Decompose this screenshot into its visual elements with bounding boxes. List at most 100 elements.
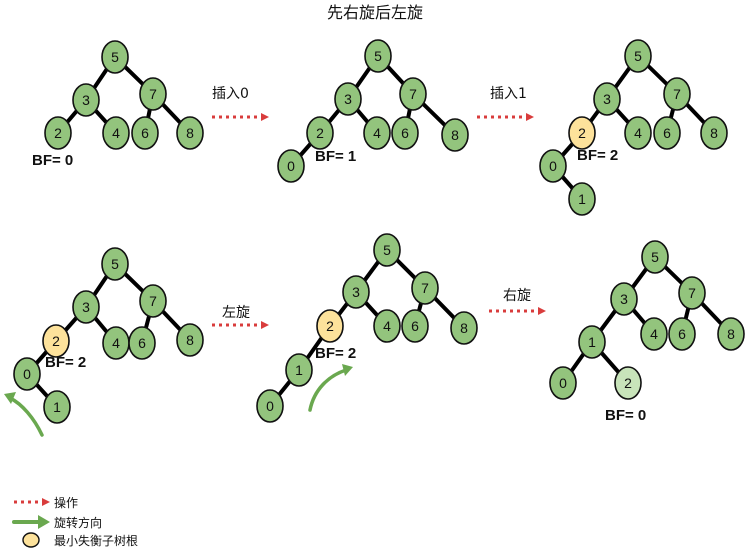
operation-label-insert0: 插入0 [212,86,249,102]
tree-node-2: 2 [614,366,642,400]
tree-node-label: 8 [451,127,459,143]
tree-node-circle [334,82,362,116]
tree-node-label: 8 [710,125,718,141]
tree-node-3: 3 [334,82,362,116]
tree-node-circle [678,276,706,310]
tree-node-circle [43,390,71,424]
tree-node-circle [391,116,419,150]
rotation-arrow-ccw [4,392,44,437]
tree-node-circle [441,118,469,152]
tree-node-circle [539,149,567,183]
tree-node-3: 3 [72,290,100,324]
bf-label-panel-2: BF= 1 [315,148,356,165]
tree-node-label: 7 [421,280,429,296]
tree-node-label: 5 [383,242,391,258]
tree-node-label: 8 [186,332,194,348]
tree-node-label: 3 [344,91,352,107]
legend-rotation-label: 旋转方向 [54,515,102,530]
tree-node-circle [42,324,70,358]
tree-node-circle [316,309,344,343]
tree-node-3: 3 [610,282,638,316]
tree-node-circle [641,240,669,274]
operation-label-insert1: 插入1 [490,86,527,102]
tree-node-7: 7 [411,271,439,305]
tree-node-label: 7 [688,285,696,301]
tree-node-1: 1 [578,325,606,359]
tree-node-label: 0 [559,375,567,391]
tree-node-circle [411,271,439,305]
tree-node-6: 6 [391,116,419,150]
tree-node-label: 8 [727,326,735,342]
legend-operation-label: 操作 [54,495,78,510]
tree-node-4: 4 [373,309,401,343]
tree-node-5: 5 [624,39,652,73]
tree-node-0: 0 [256,389,284,423]
tree-node-1: 1 [285,353,313,387]
tree-node-6: 6 [128,326,156,360]
tree-node-label: 6 [663,125,671,141]
tree-node-circle [668,317,696,351]
tree-node-circle [256,389,284,423]
diagram-title: 先右旋后左旋 [327,3,423,22]
tree-node-5: 5 [101,40,129,74]
tree-node-4: 4 [102,326,130,360]
tree-node-label: 4 [634,125,642,141]
tree-node-circle [663,77,691,111]
tree-node-3: 3 [72,83,100,117]
bf-label-panel-3: BF= 2 [577,147,618,164]
tree-node-label: 3 [603,91,611,107]
tree-node-circle [44,116,72,150]
tree-node-8: 8 [176,323,204,357]
tree-node-label: 4 [650,326,658,342]
tree-node-circle [176,323,204,357]
operation-arrow-insert0: 插入0 [212,86,269,121]
tree-node-circle [72,290,100,324]
tree-node-6: 6 [131,116,159,150]
tree-node-2: 2 [316,309,344,343]
tree-node-circle [139,77,167,111]
tree-node-label: 2 [578,125,586,141]
tree-node-circle [610,282,638,316]
legend-rotation: 旋转方向 [12,515,102,530]
tree-node-label: 0 [549,158,557,174]
tree-node-circle [364,39,392,73]
tree-node-label: 3 [82,299,90,315]
tree-node-6: 6 [668,317,696,351]
tree-node-circle [614,366,642,400]
legend-operation: 操作 [14,495,78,510]
tree-node-circle [653,116,681,150]
tree-node-3: 3 [342,275,370,309]
tree-node-label: 7 [149,86,157,102]
tree-node-circle [717,317,745,351]
tree-node-circle [72,83,100,117]
tree-node-label: 2 [52,333,60,349]
tree-node-4: 4 [102,116,130,150]
tree-node-2: 2 [44,116,72,150]
tree-node-label: 1 [578,191,586,207]
tree-node-5: 5 [641,240,669,274]
tree-node-label: 7 [149,293,157,309]
tree-node-8: 8 [176,116,204,150]
tree-node-5: 5 [101,247,129,281]
tree-node-1: 1 [568,182,596,216]
legend-root-label: 最小失衡子树根 [54,533,138,548]
tree-node-label: 4 [383,318,391,334]
tree-node-7: 7 [399,77,427,111]
tree-node-circle [373,233,401,267]
rotation-arrow-cw [308,364,353,412]
operation-arrow-left-rotate: 左旋 [212,305,269,329]
tree-node-circle [450,311,478,345]
tree-node-3: 3 [593,82,621,116]
tree-node-label: 4 [112,125,120,141]
tree-node-label: 5 [111,256,119,272]
tree-node-label: 5 [111,49,119,65]
tree-node-7: 7 [139,284,167,318]
tree-node-circle [401,309,429,343]
tree-node-7: 7 [678,276,706,310]
